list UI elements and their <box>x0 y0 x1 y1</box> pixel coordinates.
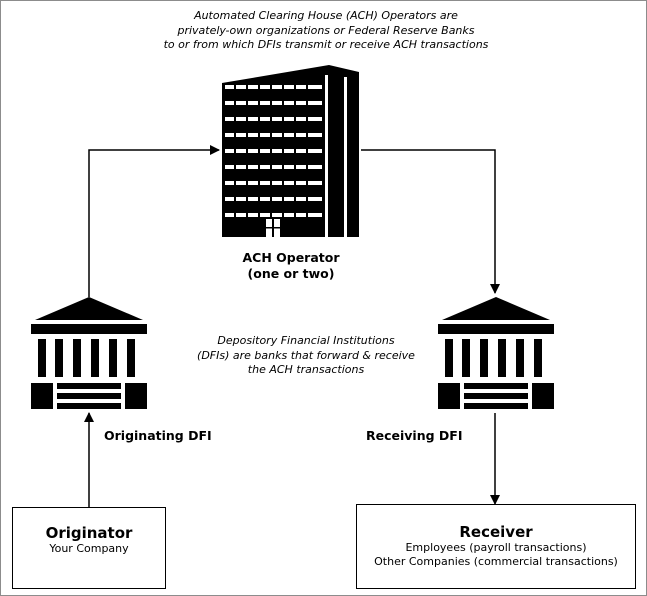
bank-building-icon <box>438 297 554 409</box>
arrow-originating-to-operator <box>88 145 220 297</box>
originator-box: Originator Your Company <box>12 507 166 589</box>
receiver-title: Receiver <box>459 523 533 541</box>
dfi-note-line: (DFIs) are banks that forward & receive <box>197 348 415 362</box>
dfi-note: Depository Financial Institutions (DFIs)… <box>156 334 456 378</box>
arrow-operator-to-receiving <box>361 149 500 294</box>
ach-note-line: privately-own organizations or Federal R… <box>177 23 475 37</box>
ach-operator-label-line2: (one or two) <box>247 266 335 281</box>
ach-note-line: to or from which DFIs transmit or receiv… <box>163 38 489 51</box>
originator-subtitle: Your Company <box>49 542 129 555</box>
ach-operator-label: ACH Operator (one or two) <box>216 250 366 282</box>
ach-note-line: Automated Clearing House (ACH) Operators… <box>194 9 458 22</box>
originator-title: Originator <box>45 524 133 542</box>
office-building-icon <box>222 65 359 237</box>
dfi-note-line: the ACH transactions <box>247 363 365 376</box>
receiving-dfi-label: Receiving DFI <box>366 428 463 443</box>
receiver-line: Other Companies (commercial transactions… <box>374 555 618 568</box>
bank-building-icon <box>31 297 147 409</box>
receiver-box: Receiver Employees (payroll transactions… <box>356 504 636 589</box>
originating-dfi-label: Originating DFI <box>104 428 212 443</box>
ach-operator-note: Automated Clearing House (ACH) Operators… <box>91 9 561 53</box>
receiver-line: Employees (payroll transactions) <box>405 541 587 554</box>
ach-operator-label-line1: ACH Operator <box>242 250 340 265</box>
dfi-note-line: Depository Financial Institutions <box>217 334 395 347</box>
